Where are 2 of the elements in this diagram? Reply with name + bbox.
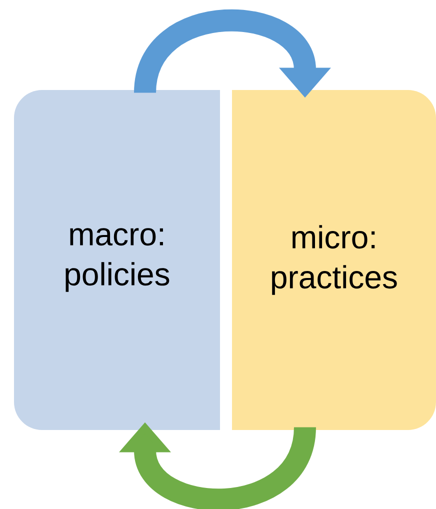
text-box: micro: practices: [232, 90, 436, 430]
text-box: macro: policies: [14, 90, 220, 430]
